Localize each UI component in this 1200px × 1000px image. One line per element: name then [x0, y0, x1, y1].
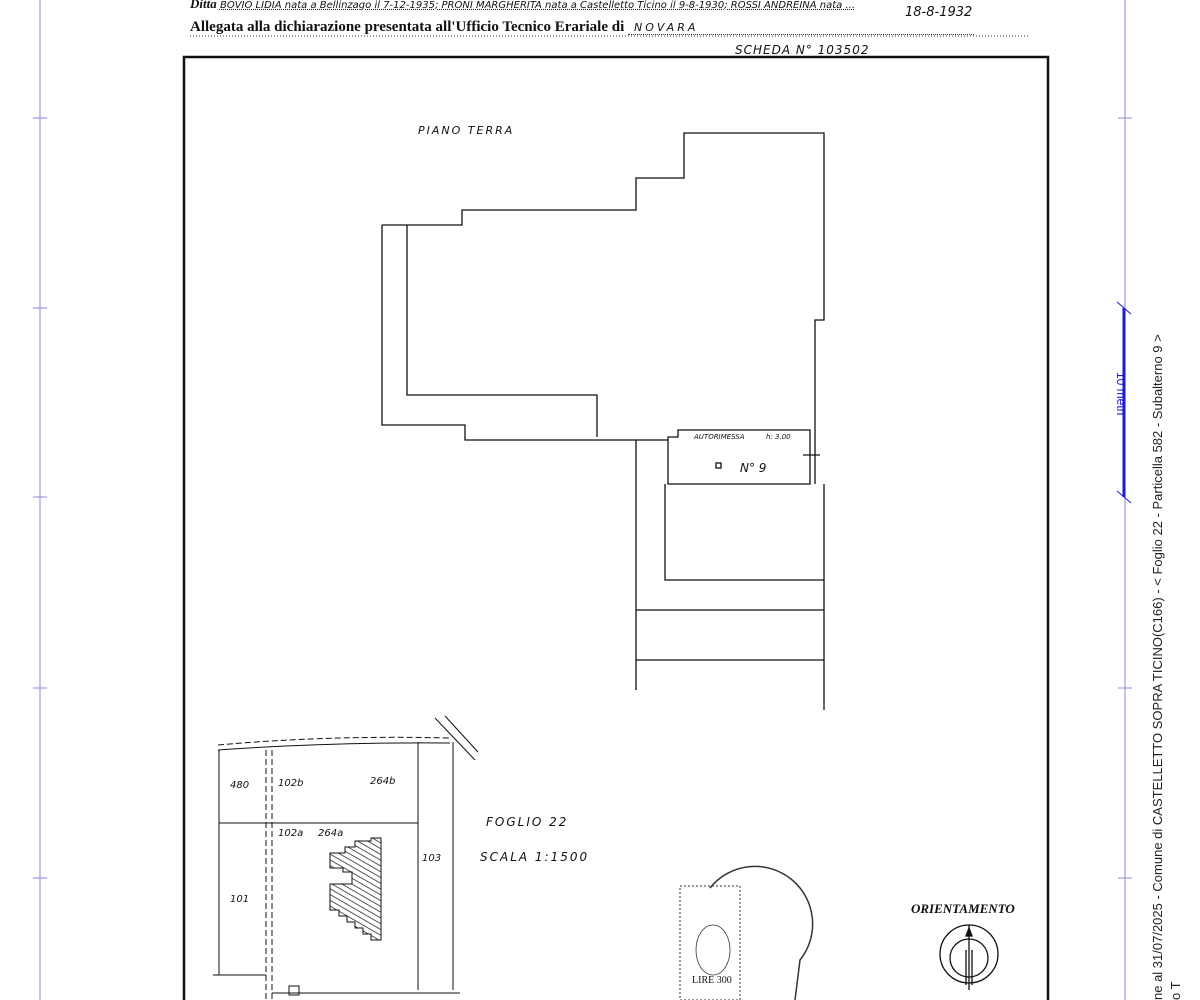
floor-label: PIANO TERRA: [418, 124, 515, 137]
stamp-value: LIRE 300: [692, 975, 732, 986]
document-reference: ne al 31/07/2025 - Comune di CASTELLETTO…: [1150, 334, 1165, 1000]
allegata-line: Allegata alla dichiarazione presentata a…: [190, 19, 975, 36]
revenue-stamp: [679, 865, 814, 1000]
unit-number: N° 9: [740, 461, 767, 475]
owner-line: Ditta BOVIO LIDIA nata a Bellinzago il 7…: [190, 0, 856, 11]
parcel-102b: 102b: [278, 778, 304, 789]
parcel-264a: 264a: [318, 828, 344, 839]
scale-bar: [1116, 301, 1132, 504]
orientation-compass-icon: [939, 924, 999, 990]
parcel-103: 103: [422, 853, 442, 864]
floor-plan: [381, 132, 825, 710]
declaration-date: 18-8-1932: [905, 5, 973, 20]
cadastral-map: [213, 715, 479, 1000]
document-reference-line2: o T: [1168, 981, 1183, 1000]
parcel-480: 480: [230, 780, 250, 791]
scheda-number: SCHEDA N° 103502: [735, 43, 870, 57]
parcel-101: 101: [230, 894, 250, 905]
scale-label: SCALA 1:1500: [480, 850, 590, 864]
parcel-264b: 264b: [370, 776, 396, 787]
room-height: h: 3.00: [766, 433, 791, 441]
scale-bar-label: 10 metri: [1114, 372, 1128, 416]
drawing-frame: [182, 55, 1050, 1000]
left-guide: [33, 0, 47, 1000]
orientation-label: ORIENTAMENTO: [911, 901, 1015, 916]
foglio-label: FOGLIO 22: [486, 815, 569, 829]
room-label: AUTORIMESSA: [694, 433, 745, 441]
parcel-102a: 102a: [278, 828, 304, 839]
right-guide: [1118, 0, 1132, 1000]
